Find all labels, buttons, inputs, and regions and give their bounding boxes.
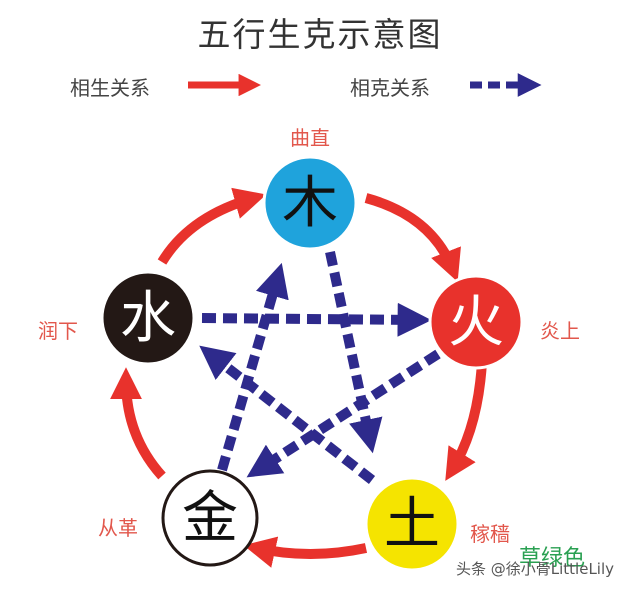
overcoming-arrow-earth-water [199, 345, 376, 484]
attribute-earth: 稼穑 [470, 522, 510, 546]
attribute-fire: 炎上 [540, 319, 580, 343]
generating-arrow-fire-earth [445, 361, 487, 481]
node-wood: 木 [262, 155, 358, 251]
node-metal: 金 [161, 469, 259, 567]
generating-arrow-earth-metal [243, 536, 368, 568]
generating-arrow-wood-fire [364, 193, 461, 282]
node-fire: 火 [428, 274, 524, 370]
node-wood-char: 木 [282, 171, 338, 236]
watermark-text: 头条 @徐小骨LittleLily [456, 560, 615, 578]
overcoming-arrow-water-fire [201, 302, 432, 337]
attribute-wood: 曲直 [290, 126, 330, 150]
node-water: 水 [100, 270, 196, 366]
node-metal-char: 金 [182, 486, 238, 551]
node-fire-char: 火 [448, 290, 504, 355]
generating-arrow-metal-water [110, 367, 166, 480]
node-earth-char: 土 [384, 492, 440, 557]
overcoming-arrow-wood-earth [325, 250, 383, 454]
legend-overcoming-label: 相克关系 [350, 76, 430, 100]
attribute-metal: 从革 [98, 516, 138, 540]
node-earth: 土 [364, 476, 460, 572]
legend-generating-label: 相生关系 [70, 76, 150, 100]
node-water-char: 水 [120, 286, 176, 351]
diagram-title: 五行生克示意图 [197, 15, 443, 54]
attribute-water: 润下 [38, 319, 78, 343]
overcoming-arrow-fire-metal [246, 349, 441, 478]
watermark-green-text: 草绿色 [519, 546, 586, 571]
overcoming-arrow-metal-wood [217, 262, 289, 472]
generating-arrow-water-wood [157, 187, 267, 265]
